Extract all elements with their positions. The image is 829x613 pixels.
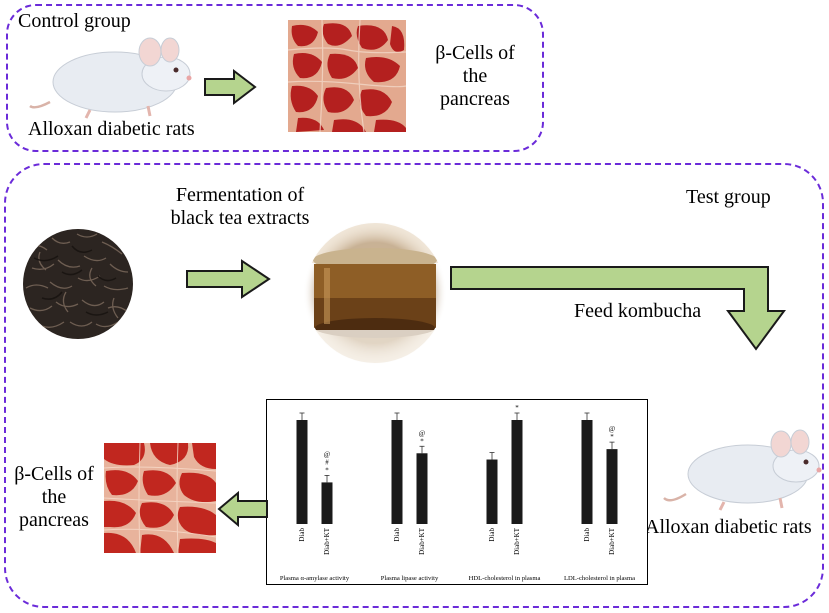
- significance-mark: *: [515, 404, 519, 412]
- test-group-title: Test group: [686, 186, 771, 208]
- category-label: Diab+KT: [513, 527, 521, 555]
- significance-mark: @: [419, 429, 426, 437]
- chart-bar: [321, 482, 333, 524]
- chart-title: Plasma lipase activity: [381, 575, 439, 582]
- pancreas-tissue-image: [287, 19, 407, 133]
- control-group-title: Control group: [18, 10, 131, 32]
- category-label: Diab: [488, 528, 496, 542]
- chart-bar: [606, 449, 618, 524]
- control-group-box: [6, 4, 544, 152]
- fermentation-line-1: Fermentation of: [175, 184, 305, 206]
- chart-title: Plasma α-amylase activity: [280, 575, 350, 582]
- category-label: Diab: [393, 528, 401, 542]
- test-beta-line-3: pancreas: [19, 509, 89, 531]
- fermentation-label: Fermentation of black tea extracts: [140, 184, 340, 230]
- right-arrow-icon: [186, 259, 271, 299]
- category-label: Diab+KT: [323, 527, 331, 555]
- right-arrow-icon: [204, 68, 257, 106]
- pancreas-tissue-image: [103, 442, 217, 554]
- chart-bar: [486, 459, 498, 524]
- test-beta-line-2: the: [41, 486, 67, 508]
- fermentation-line-2: black tea extracts: [170, 207, 310, 229]
- category-label: Diab+KT: [418, 527, 426, 555]
- test-rat-label: Alloxan diabetic rats: [645, 516, 812, 538]
- significance-mark: @: [609, 425, 616, 433]
- category-label: Diab: [298, 528, 306, 542]
- significance-mark: @: [324, 450, 331, 458]
- chart-bar: [581, 420, 593, 524]
- rat-icon: [663, 429, 822, 511]
- chart-title: HDL-cholesterol in plasma: [469, 575, 541, 582]
- control-beta-line-2: the: [462, 65, 488, 87]
- black-tea-leaves-image: [23, 229, 133, 339]
- feed-arrow-icon: [450, 266, 786, 351]
- chart-title: LDL-cholesterol in plasma: [564, 575, 635, 582]
- significance-mark: #: [325, 458, 329, 466]
- category-label: Diab: [583, 528, 591, 542]
- test-beta-line-1: β-Cells of: [14, 463, 94, 485]
- chart-bar: [391, 420, 403, 524]
- control-beta-line-3: pancreas: [440, 88, 510, 110]
- control-rat-label: Alloxan diabetic rats: [28, 118, 195, 140]
- significance-mark: *: [610, 433, 614, 441]
- kombucha-jar-image: [303, 221, 447, 365]
- chart-bar: [416, 453, 428, 524]
- test-beta-cells-label: β-Cells of the pancreas: [2, 463, 106, 532]
- control-beta-line-1: β-Cells of: [435, 42, 515, 64]
- significance-mark: *: [420, 437, 424, 445]
- feed-kombucha-label: Feed kombucha: [574, 300, 702, 322]
- significance-mark: *: [325, 466, 329, 474]
- chart-bar: [296, 420, 308, 524]
- test-group-box: [4, 163, 824, 608]
- control-beta-cells-label: β-Cells of the pancreas: [420, 42, 530, 111]
- category-label: Diab+KT: [608, 527, 616, 555]
- chart-bar: [511, 420, 523, 524]
- rat-icon: [29, 37, 192, 119]
- left-arrow-icon: [217, 490, 268, 528]
